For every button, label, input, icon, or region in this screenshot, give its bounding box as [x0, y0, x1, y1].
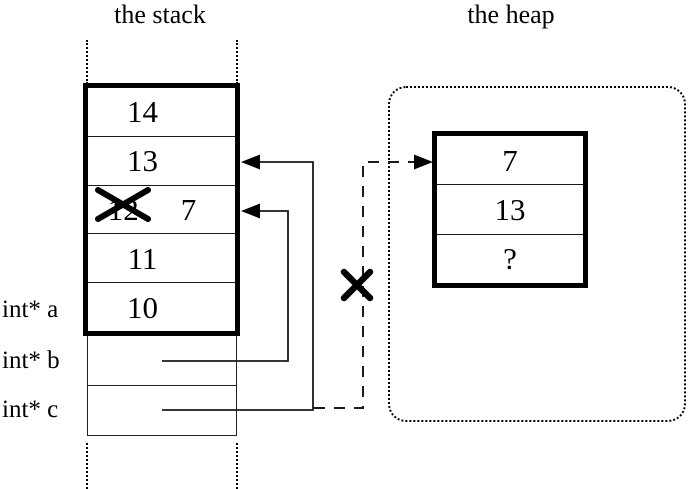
- stack-cell-11: 11: [88, 234, 235, 284]
- pointer-label-c: int* c: [2, 396, 59, 423]
- pointer-b-arrowhead: [241, 203, 260, 219]
- stack-guide-line-bottom-left: [86, 443, 88, 489]
- crossed-out-old-value: 12: [94, 186, 151, 225]
- heap-cell-7: 7: [437, 136, 583, 186]
- invalid-pointer-x-icon: [340, 268, 374, 302]
- stack-cell-14: 14: [88, 88, 235, 137]
- pointer-label-b: int* b: [2, 347, 60, 374]
- stack-frame-box: 14 13 12 7 11 10: [83, 83, 240, 336]
- new-value-text: 7: [180, 191, 197, 227]
- heap-cell-value: 7: [502, 142, 518, 178]
- heap-cell-unknown: ?: [437, 235, 583, 283]
- heap-cell-value: ?: [503, 241, 517, 277]
- stack-cell-value: 13: [127, 143, 158, 179]
- heap-cell-13: 13: [437, 185, 583, 235]
- stack-guide-line-top-right: [236, 40, 238, 84]
- stack-guide-line-bottom-right: [236, 443, 238, 489]
- pointer-c-arrowhead: [241, 154, 260, 170]
- heap-block-box: 7 13 ?: [432, 131, 588, 288]
- heap-cell-value: 13: [494, 191, 526, 227]
- cross-out-x-icon: [94, 186, 151, 222]
- pointer-label-a: int* a: [2, 296, 59, 323]
- stack-cell-value: 14: [127, 94, 158, 130]
- stack-cell-10: 10: [88, 283, 235, 331]
- stack-cell-13: 13: [88, 137, 235, 186]
- stack-cell-value: 10: [127, 289, 158, 325]
- stack-cell-overwritten: 12 7: [88, 186, 235, 235]
- pointer-c-cell: [88, 386, 236, 435]
- stack-pointer-cells: [87, 336, 237, 436]
- stack-guide-line-top-left: [86, 40, 88, 84]
- stack-cell-value: 11: [127, 240, 158, 276]
- heap-title: the heap: [467, 0, 555, 29]
- pointer-b-cell: [88, 336, 236, 386]
- stack-title: the stack: [114, 0, 206, 29]
